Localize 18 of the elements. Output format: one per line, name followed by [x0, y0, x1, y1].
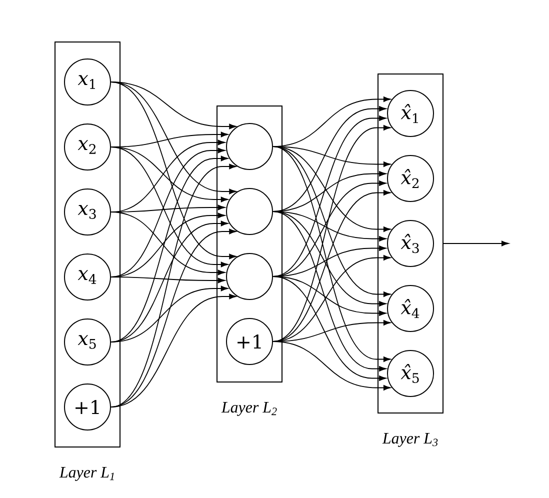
arrow — [272, 276, 386, 381]
arrow — [272, 211, 386, 372]
layer-label: Layer L$_{3}$ — [382, 433, 438, 447]
node-circle — [226, 123, 273, 170]
node-circle — [226, 253, 273, 300]
arrow — [272, 146, 391, 232]
arrow — [110, 286, 228, 342]
layer-label: Layer L$_{2}$ — [221, 402, 277, 416]
node-circle — [226, 188, 273, 235]
arrow — [272, 211, 386, 306]
arrow — [110, 276, 226, 284]
arrow — [110, 82, 237, 194]
output-arrow — [443, 240, 509, 246]
arrow — [110, 82, 237, 260]
arrow — [110, 294, 237, 408]
layer-label: Layer L$_{1}$ — [59, 467, 114, 481]
arrow — [272, 341, 391, 390]
arrow — [272, 146, 391, 362]
